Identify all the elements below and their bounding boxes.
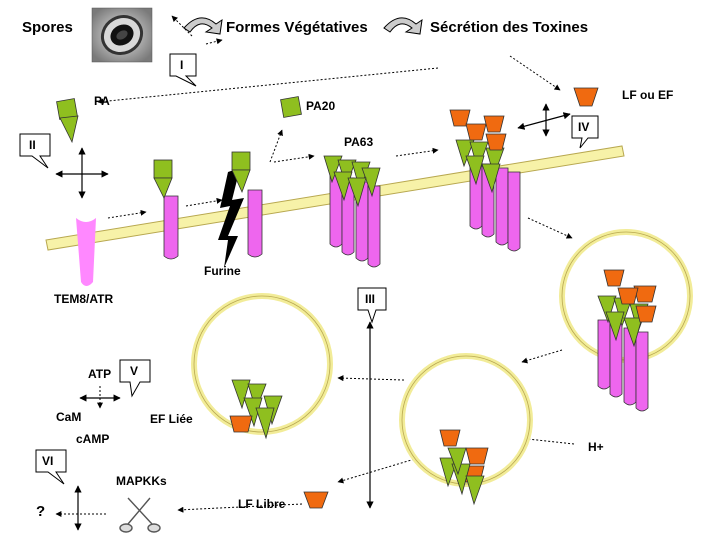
furin-lightning (218, 168, 244, 268)
step-bubble-II (19, 133, 51, 169)
curved-arrow-icon (183, 17, 223, 35)
label-furine: Furine (204, 264, 241, 278)
receptor-pa-complex (153, 159, 179, 260)
label-secretion: Sécrétion des Toxines (430, 19, 589, 36)
pa63-heptamer (323, 155, 381, 268)
step-bubble-III (357, 287, 387, 324)
label-question: ? (36, 503, 46, 520)
label-h-plus: H+ (588, 440, 604, 454)
endosome-left (191, 293, 333, 440)
curved-arrow-icon (383, 17, 423, 35)
tem8-receptor (76, 218, 96, 286)
step-bubble-IV (571, 115, 599, 149)
endosome-middle (399, 353, 533, 506)
label-tem8: TEM8/ATR (54, 292, 114, 306)
label-lf-ou-ef: LF ou EF (622, 88, 674, 102)
step-label-IV: IV (578, 120, 590, 134)
spore-micrograph (91, 7, 153, 63)
toxin-complex-membrane (449, 109, 521, 252)
label-atp: ATP (88, 367, 112, 381)
label-pa: PA (94, 94, 110, 108)
step-label-I: I (180, 58, 184, 72)
solid-arrows (55, 103, 571, 531)
label-pa63: PA63 (344, 135, 374, 149)
pa-monomer (56, 98, 79, 144)
label-formes-vegetatives: Formes Végétatives (226, 19, 368, 36)
step-label-II: II (29, 138, 36, 152)
label-cam: CaM (56, 410, 82, 424)
label-mapkks: MAPKKs (116, 474, 167, 488)
step-bubble-I (169, 53, 197, 87)
lf-libre-molecule (303, 491, 329, 509)
step-bubble-VI (35, 449, 67, 485)
lf-ef-molecule (573, 87, 599, 107)
scissors-icon (119, 497, 161, 533)
step-label-VI: VI (42, 454, 54, 468)
step-bubble-V (119, 359, 151, 398)
pa20-fragment (280, 96, 302, 118)
label-spores: Spores (22, 19, 73, 36)
receptor-pa-complex (231, 151, 263, 258)
step-label-V: V (130, 364, 139, 378)
label-ef-liee: EF Liée (150, 412, 193, 426)
step-label-III: III (365, 292, 376, 306)
label-camp: cAMP (76, 432, 110, 446)
label-pa20: PA20 (306, 99, 336, 113)
endosome-right (559, 229, 693, 412)
dotted-arrows (55, 15, 575, 517)
label-lf-libre: LF Libre (238, 497, 286, 511)
